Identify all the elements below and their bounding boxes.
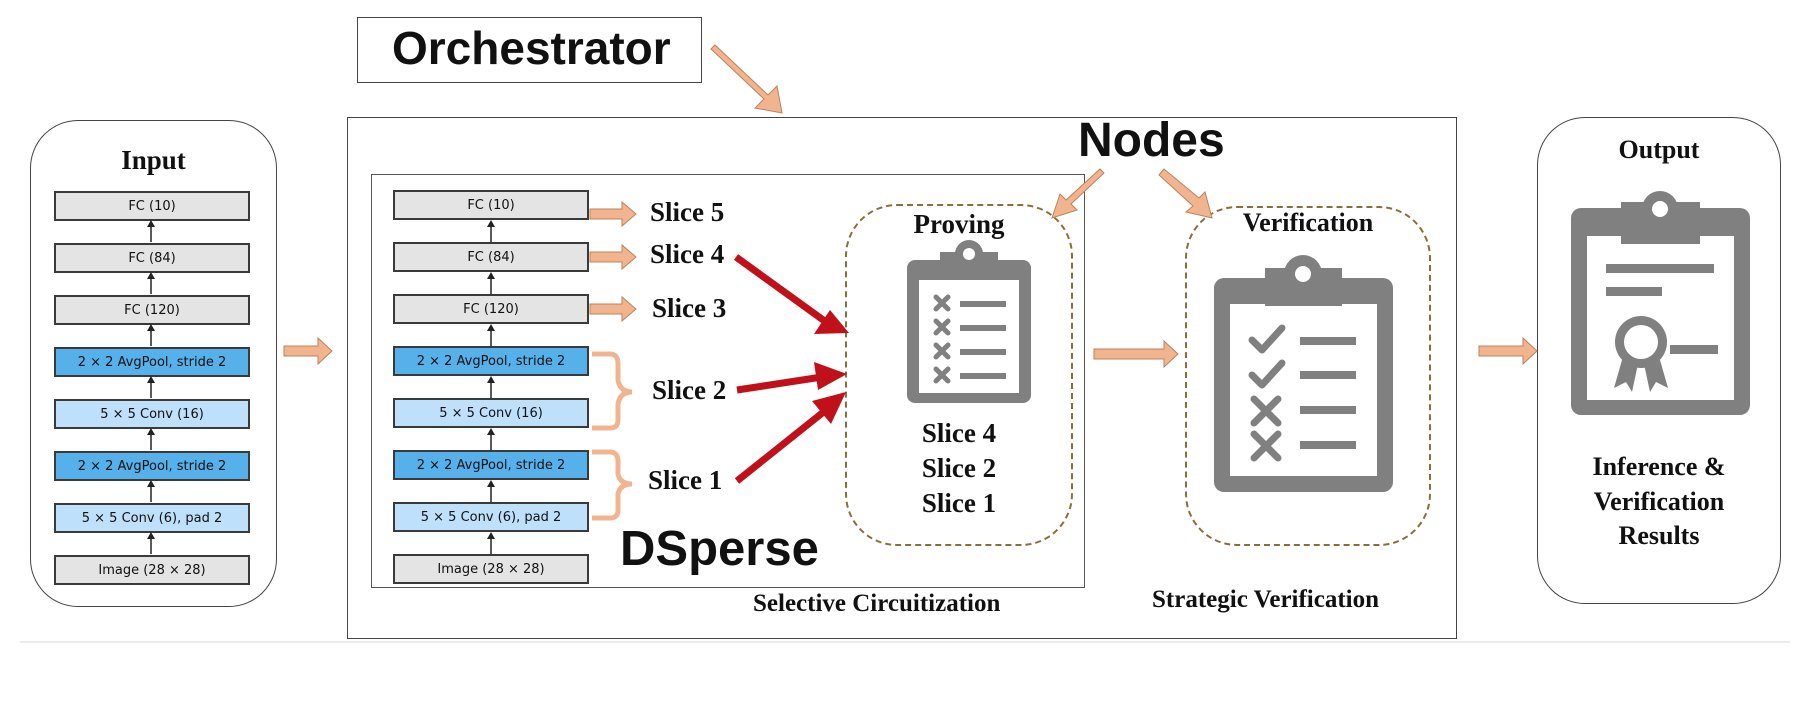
dsperse-layer-image: Image (28 × 28): [393, 554, 589, 584]
dsperse-layer-fc84: FC (84): [393, 242, 589, 272]
dsperse-network-stack: FC (10) FC (84) FC (120) 2 × 2 AvgPool, …: [393, 190, 589, 584]
slice-5-arrow: [589, 200, 637, 228]
input-title: Input: [121, 145, 186, 175]
layer-connector-arrow: [487, 428, 495, 450]
input-layer-conv6: 5 × 5 Conv (6), pad 2: [54, 503, 250, 533]
output-title: Output: [1618, 135, 1700, 164]
slice-2-brace: [592, 351, 633, 431]
layer-connector-arrow: [487, 324, 495, 346]
clipboard-cross-icon: [907, 240, 1031, 403]
layer-connector-arrow: [487, 532, 495, 554]
dsperse-layer-avgpool-2: 2 × 2 AvgPool, stride 2: [393, 346, 589, 376]
output-caption-line-1: Inference &: [1592, 452, 1726, 481]
input-layer-fc120: FC (120): [54, 295, 250, 325]
slice-1-label: Slice 1: [648, 465, 723, 495]
slice-3-arrow: [589, 295, 637, 323]
orchestrator-box: Orchestrator: [357, 17, 702, 83]
dsperse-layer-avgpool-1: 2 × 2 AvgPool, stride 2: [393, 450, 589, 480]
proving-title: Proving: [913, 209, 1005, 239]
input-layer-fc84: FC (84): [54, 243, 250, 273]
slice-5-label: Slice 5: [650, 197, 725, 227]
layer-connector-arrow: [147, 220, 155, 242]
slice-1-brace: [592, 449, 633, 521]
layer-connector-arrow: [147, 272, 155, 294]
proving-slice-1: Slice 1: [921, 488, 997, 518]
slice-1-selection-arrowhead: [812, 392, 846, 424]
output-caption-line-2: Verification: [1593, 487, 1725, 516]
slice-2-selection-arrowhead: [814, 362, 847, 390]
layer-connector-arrow: [147, 324, 155, 346]
input-layer-conv16: 5 × 5 Conv (16): [54, 399, 250, 429]
orchestrator-label: Orchestrator: [392, 22, 671, 74]
strategic-verification-caption: Strategic Verification: [1152, 586, 1380, 613]
dsperse-layer-fc10: FC (10): [393, 190, 589, 220]
nodes-to-proving-arrow: [1051, 168, 1105, 219]
dsperse-label: DSperse: [620, 522, 819, 576]
proving-region: [845, 204, 1073, 546]
slice-4-arrow: [589, 243, 637, 271]
input-to-nodes-arrow: [283, 336, 333, 366]
layer-connector-arrow: [487, 376, 495, 398]
slice-4-label: Slice 4: [650, 239, 725, 269]
layer-connector-arrow: [147, 376, 155, 398]
input-layer-avgpool-1: 2 × 2 AvgPool, stride 2: [54, 451, 250, 481]
clipboard-check-icon: [1214, 255, 1393, 492]
nodes-label: Nodes: [1078, 114, 1225, 167]
verification-title: Verification: [1242, 208, 1374, 237]
input-network-stack: FC (10) FC (84) FC (120) 2 × 2 AvgPool, …: [54, 191, 250, 585]
output-caption-line-3: Results: [1618, 521, 1700, 550]
slice-3-label: Slice 3: [652, 293, 727, 323]
proving-to-verification-arrow: [1093, 339, 1179, 369]
layer-connector-arrow: [147, 480, 155, 502]
proving-slice-4: Slice 4: [921, 418, 997, 448]
input-layer-fc10: FC (10): [54, 191, 250, 221]
slice-2-label: Slice 2: [652, 375, 727, 405]
orchestrator-arrow: [710, 44, 783, 114]
dsperse-layer-fc120: FC (120): [393, 294, 589, 324]
input-layer-avgpool-2: 2 × 2 AvgPool, stride 2: [54, 347, 250, 377]
clipboard-certificate-icon: [1571, 191, 1750, 415]
input-layer-image: Image (28 × 28): [54, 555, 250, 585]
dsperse-layer-conv6: 5 × 5 Conv (6), pad 2: [393, 502, 589, 532]
dsperse-layer-conv16: 5 × 5 Conv (16): [393, 398, 589, 428]
layer-connector-arrow: [147, 428, 155, 450]
verification-region: [1185, 206, 1431, 546]
slice-4-selection-arrowhead: [814, 310, 849, 334]
input-panel: Input FC (10) FC (84) FC (120) 2 × 2 Avg…: [30, 120, 277, 607]
nodes-to-verification-arrow: [1158, 168, 1213, 219]
layer-connector-arrow: [487, 272, 495, 294]
layer-connector-arrow: [147, 532, 155, 554]
layer-connector-arrow: [487, 220, 495, 242]
layer-connector-arrow: [487, 480, 495, 502]
proving-slice-2: Slice 2: [921, 453, 997, 483]
selective-circuitization-caption: Selective Circuitization: [753, 590, 1001, 617]
verification-to-output-arrow: [1478, 336, 1538, 366]
